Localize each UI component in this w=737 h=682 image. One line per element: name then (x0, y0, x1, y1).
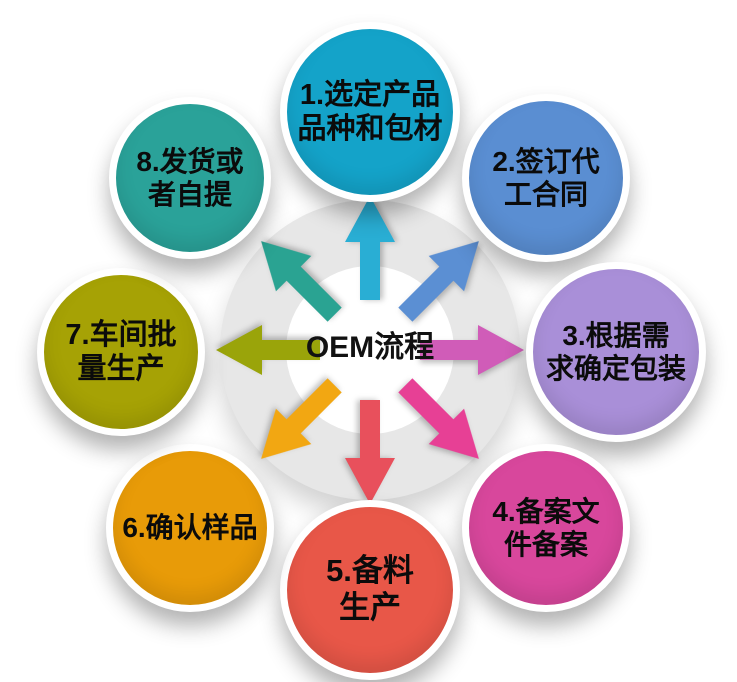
step-6-label: 6.确认样品 (122, 512, 258, 544)
step-circle-5: 5.备料 生产 (280, 500, 460, 680)
step-1-label: 1.选定产品 品种和包材 (297, 78, 443, 145)
step-4-label: 4.备案文 件备案 (492, 495, 600, 560)
step-circle-7: 7.车间批 量生产 (37, 268, 205, 436)
step-5-label: 5.备料 生产 (326, 553, 414, 625)
step-7-label: 7.车间批 量生产 (65, 318, 177, 385)
step-circle-1: 1.选定产品 品种和包材 (280, 22, 460, 202)
step-circle-6: 6.确认样品 (106, 444, 274, 612)
step-circle-4: 4.备案文 件备案 (462, 444, 630, 612)
step-circle-8: 8.发货或 者自提 (109, 97, 271, 259)
step-circle-3: 3.根据需 求确定包装 (526, 262, 706, 442)
step-circle-2: 2.签订代 工合同 (462, 94, 630, 262)
step-8-label: 8.发货或 者自提 (136, 145, 244, 210)
step-3-label: 3.根据需 求确定包装 (545, 319, 686, 384)
step-2-label: 2.签订代 工合同 (492, 145, 600, 210)
diagram-title: OEM流程 (305, 331, 435, 364)
